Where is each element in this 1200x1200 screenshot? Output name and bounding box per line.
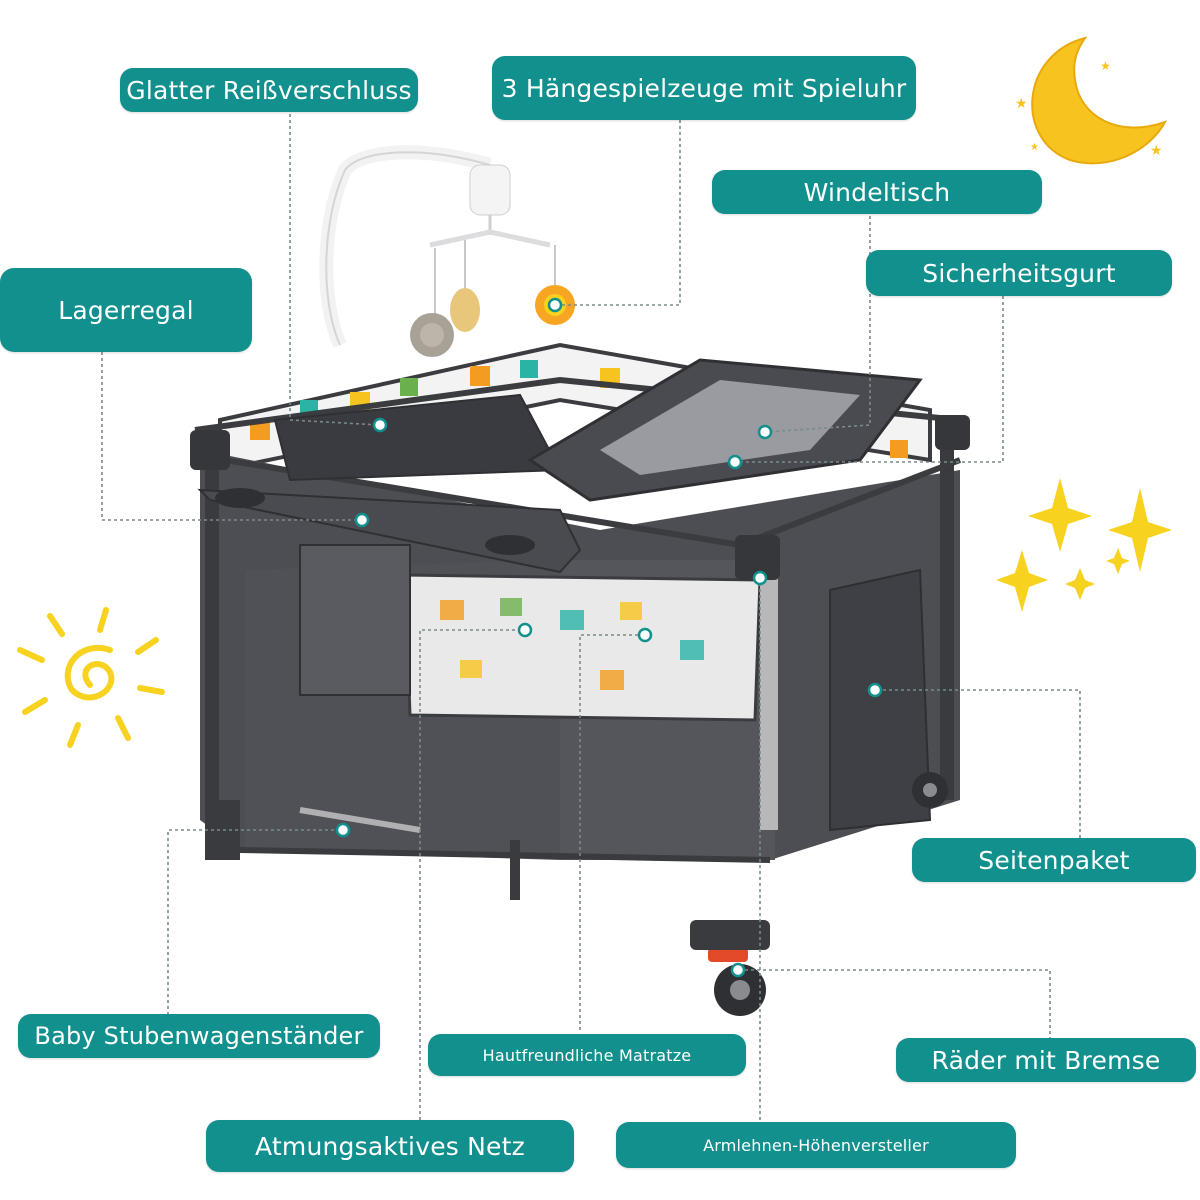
- label-hanging-toys: 3 Hängespielzeuge mit Spieluhr: [492, 56, 916, 120]
- label-side-pocket: Seitenpaket: [912, 838, 1196, 882]
- label-breathable-net: Atmungsaktives Netz: [206, 1120, 574, 1172]
- label-safety-belt: Sicherheitsgurt: [866, 250, 1172, 296]
- label-changing-table: Windeltisch: [712, 170, 1042, 214]
- crib-body: [190, 145, 970, 1016]
- pointer-dots: [335, 297, 883, 978]
- label-bassinet-stand: Baby Stubenwagenständer: [18, 1014, 380, 1058]
- sparkle-icon: [996, 478, 1172, 612]
- svg-text:★: ★: [1015, 96, 1028, 112]
- sun-icon: [17, 607, 165, 748]
- label-storage-shelf: Lagerregal: [0, 268, 252, 352]
- label-mattress: Hautfreundliche Matratze: [428, 1034, 746, 1076]
- svg-text:★: ★: [1030, 142, 1039, 153]
- svg-text:★: ★: [1050, 129, 1061, 143]
- leader-lines: [101, 108, 1081, 1120]
- label-wheels: Räder mit Bremse: [896, 1038, 1196, 1082]
- svg-text:★: ★: [1150, 143, 1163, 159]
- label-zipper: Glatter Reißverschluss: [120, 68, 418, 112]
- label-armrest-adjuster: Armlehnen-Höhenversteller: [616, 1122, 1016, 1168]
- svg-text:★: ★: [1100, 59, 1111, 73]
- moon-icon: ★ ★ ★ ★ ★: [1015, 36, 1168, 165]
